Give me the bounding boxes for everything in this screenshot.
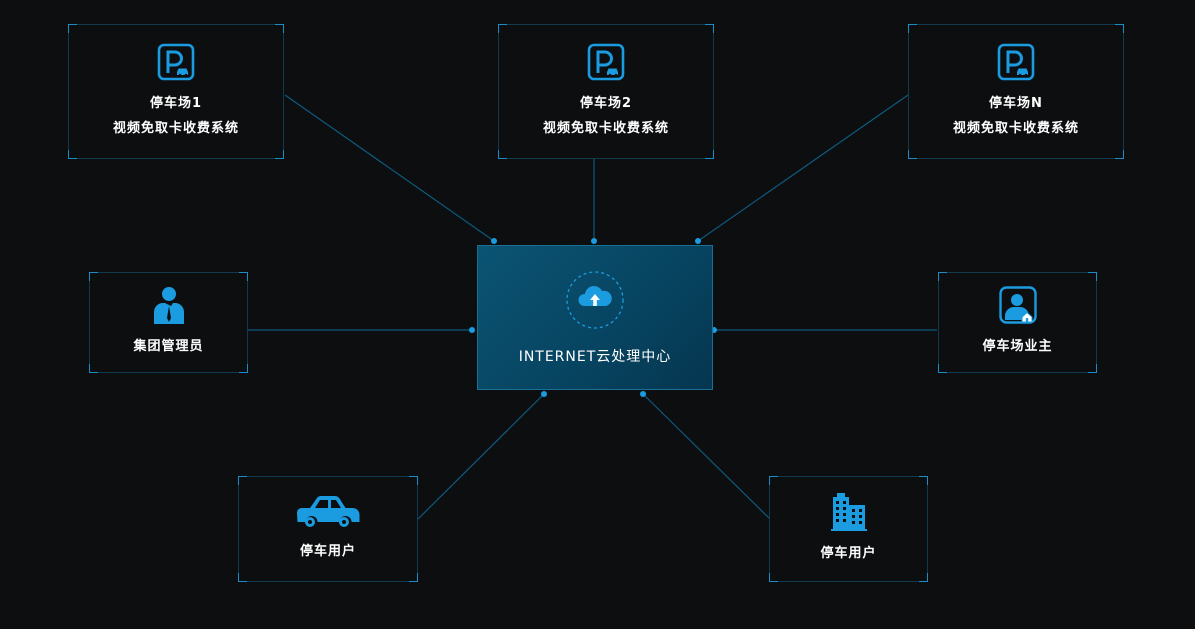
anchor-dot xyxy=(591,238,597,244)
node-lot-2: 停车场2 视频免取卡收费系统 xyxy=(498,24,714,159)
node-lot-2-desc: 视频免取卡收费系统 xyxy=(542,120,669,136)
node-parking-user-car: 停车用户 xyxy=(238,476,418,582)
link-lot1 xyxy=(284,94,495,242)
node-lot-2-name: 停车场2 xyxy=(579,95,633,111)
anchor-dot xyxy=(491,238,497,244)
node-lot-1-name: 停车场1 xyxy=(149,95,203,111)
anchor-dot xyxy=(541,391,547,397)
link-lotN xyxy=(697,94,909,242)
link-user-building xyxy=(642,393,771,520)
node-lot-n: 停车场N 视频免取卡收费系统 xyxy=(908,24,1124,159)
business-person-icon xyxy=(153,287,184,324)
node-parking-user-building-label: 停车用户 xyxy=(820,545,877,561)
owner-home-icon xyxy=(998,286,1037,324)
building-icon xyxy=(830,492,867,531)
parking-icon xyxy=(157,43,195,80)
node-parking-user-car-label: 停车用户 xyxy=(299,543,356,559)
cloud-upload-icon xyxy=(566,270,624,329)
node-group-manager-label: 集团管理员 xyxy=(133,339,204,354)
node-lot-n-desc: 视频免取卡收费系统 xyxy=(952,120,1079,136)
node-parking-user-building: 停车用户 xyxy=(769,476,928,582)
parking-icon xyxy=(997,43,1035,80)
anchor-dot xyxy=(640,391,646,397)
node-lot-1-desc: 视频免取卡收费系统 xyxy=(112,120,239,136)
node-group-manager: 集团管理员 xyxy=(89,272,248,373)
car-icon xyxy=(297,495,360,527)
node-lot-1: 停车场1 视频免取卡收费系统 xyxy=(68,24,284,159)
node-lot-owner: 停车场业主 xyxy=(938,272,1097,373)
node-lot-n-name: 停车场N xyxy=(989,95,1043,111)
link-user-car xyxy=(417,393,545,520)
node-lot-owner-label: 停车场业主 xyxy=(982,339,1053,354)
parking-icon xyxy=(587,43,625,80)
center-internet-cloud: INTERNET云处理中心 xyxy=(477,245,713,390)
anchor-dot xyxy=(695,238,701,244)
center-title: INTERNET云处理中心 xyxy=(518,348,672,365)
anchor-dot xyxy=(469,327,475,333)
